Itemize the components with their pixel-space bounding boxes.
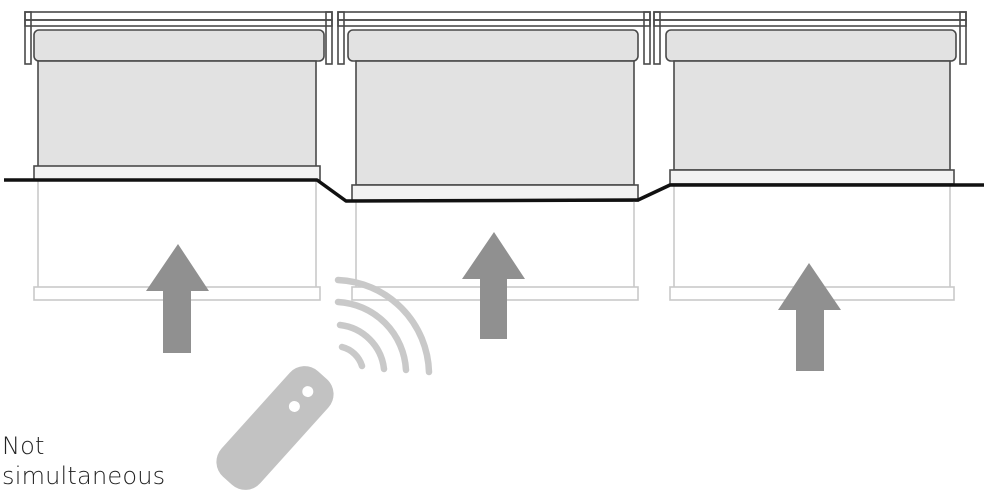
blind-bottom-bar xyxy=(669,169,955,185)
roller-blind-left xyxy=(24,11,333,301)
caption-line-1: Not xyxy=(2,432,45,460)
blind-fabric xyxy=(37,60,317,168)
headrail-bracket xyxy=(24,11,333,65)
blind-fabric xyxy=(355,60,635,186)
blind-bottom-bar xyxy=(33,165,321,181)
roller-tube xyxy=(347,29,639,62)
wireless-signal-icon xyxy=(334,276,433,376)
blind-level-line xyxy=(4,178,984,203)
up-arrow-icon xyxy=(462,232,525,339)
caption-not-simultaneous: Not simultaneous xyxy=(2,431,165,491)
caption-line-2: simultaneous xyxy=(2,462,166,490)
roller-blind-right xyxy=(653,11,967,301)
roller-tube xyxy=(33,29,325,62)
roller-tube xyxy=(665,29,957,62)
headrail-bracket xyxy=(653,11,967,65)
up-arrow-icon xyxy=(778,263,841,371)
up-arrow-icon xyxy=(146,244,209,353)
headrail-bracket xyxy=(337,11,651,65)
blind-fabric xyxy=(673,60,951,171)
remote-control-icon xyxy=(216,366,334,490)
